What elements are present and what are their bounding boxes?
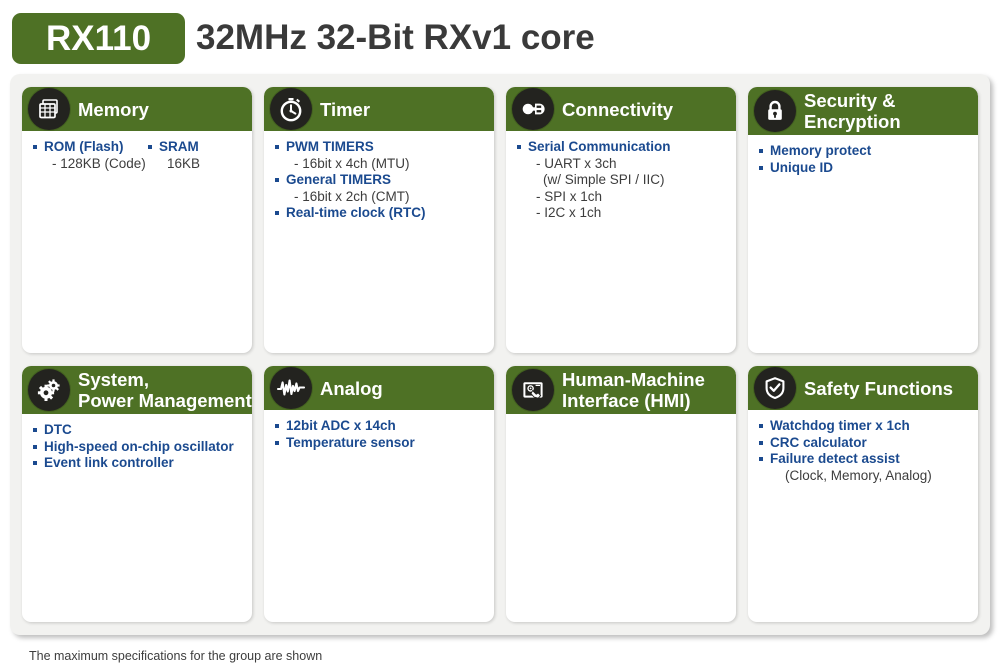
spec-sub: (w/ Simple SPI / IIC) (543, 172, 665, 187)
spec-bullet: Failure detect assist (758, 451, 978, 468)
spec-bullet: Memory protect (758, 143, 978, 160)
spec-sub: - SPI x 1ch (536, 188, 603, 204)
touchscreen-hand-icon (512, 369, 554, 411)
card-header-security: Security & Encryption (748, 87, 978, 135)
spec-bullet: General TIMERS (274, 172, 494, 189)
spec-bullet: Unique ID (758, 160, 978, 177)
card-body-timer: PWM TIMERS - 16bit x 4ch (MTU) General T… (264, 131, 494, 353)
spec-sub: - 16bit x 4ch (MTU) (294, 155, 410, 171)
chip-badge: RX110 (12, 13, 185, 64)
card-body-connectivity: Serial Communication - UART x 3ch (w/ Si… (506, 131, 736, 353)
spec-bullet: ROM (Flash) (32, 139, 147, 156)
card-title-system-power: System, Power Management (78, 369, 252, 411)
memory-columns: ROM (Flash) - 128KB (Code) SRAM 16KB (32, 139, 252, 172)
memory-grid-icon (28, 88, 70, 130)
spec-sub: 16KB (167, 155, 201, 171)
card-title-hmi: Human-Machine Interface (HMI) (562, 369, 705, 411)
spec-sub: - 16bit x 2ch (CMT) (294, 188, 410, 204)
shield-check-icon (754, 367, 796, 409)
card-memory: Memory ROM (Flash) - 128KB (Code) SRAM 1… (22, 87, 252, 353)
chip-badge-label: RX110 (45, 19, 152, 58)
spec-bullet: 12bit ADC x 14ch (274, 418, 494, 435)
spec-bullet: Watchdog timer x 1ch (758, 418, 978, 435)
card-connectivity: Connectivity Serial Communication - UART… (506, 87, 736, 353)
core-title: 32MHz 32-Bit RXv1 core (196, 18, 595, 57)
spec-bullet: Real-time clock (RTC) (274, 205, 494, 222)
card-hmi: Human-Machine Interface (HMI) (506, 366, 736, 622)
footer-note: The maximum specifications for the group… (29, 649, 323, 663)
card-body-analog: 12bit ADC x 14ch Temperature sensor (264, 410, 494, 622)
card-body-memory: ROM (Flash) - 128KB (Code) SRAM 16KB (22, 131, 252, 353)
spec-sub: - I2C x 1ch (536, 205, 602, 220)
card-header-timer: Timer (264, 87, 494, 131)
memory-column-rom: ROM (Flash) - 128KB (Code) (32, 139, 147, 172)
card-body-system-power: DTC High-speed on-chip oscillator Event … (22, 414, 252, 622)
memory-column-sram: SRAM 16KB (147, 139, 200, 172)
card-title-analog: Analog (320, 377, 383, 399)
card-header-memory: Memory (22, 87, 252, 131)
card-body-hmi (506, 414, 736, 622)
card-analog: Analog 12bit ADC x 14ch Temperature sens… (264, 366, 494, 622)
spec-bullet: Temperature sensor (274, 435, 494, 452)
spec-bullet: Serial Communication (516, 139, 736, 156)
card-header-safety: Safety Functions (748, 366, 978, 410)
lock-icon (754, 90, 796, 132)
title-bar: RX110 32MHz 32-Bit RXv1 core (0, 0, 1000, 74)
card-header-system-power: System, Power Management (22, 366, 252, 414)
card-safety: Safety Functions Watchdog timer x 1ch CR… (748, 366, 978, 622)
card-title-connectivity: Connectivity (562, 98, 674, 120)
spec-bullet: SRAM (147, 139, 200, 156)
card-timer: Timer PWM TIMERS - 16bit x 4ch (MTU) Gen… (264, 87, 494, 353)
spec-sub: - UART x 3ch (536, 155, 617, 171)
spec-bullet: DTC (32, 422, 252, 439)
card-title-security: Security & Encryption (804, 90, 901, 132)
card-header-hmi: Human-Machine Interface (HMI) (506, 366, 736, 414)
stopwatch-icon (270, 88, 312, 130)
spec-bullet: Event link controller (32, 455, 252, 472)
waveform-icon (270, 367, 312, 409)
card-header-connectivity: Connectivity (506, 87, 736, 131)
spec-bullet: PWM TIMERS (274, 139, 494, 156)
spec-sub: - 128KB (Code) (52, 155, 146, 171)
card-header-analog: Analog (264, 366, 494, 410)
card-security: Security & Encryption Memory protect Uni… (748, 87, 978, 353)
gears-icon (28, 369, 70, 411)
spec-sub: (Clock, Memory, Analog) (785, 467, 932, 483)
card-body-safety: Watchdog timer x 1ch CRC calculator Fail… (748, 410, 978, 622)
card-system-power: System, Power Management DTC High-speed … (22, 366, 252, 622)
spec-bullet: High-speed on-chip oscillator (32, 439, 252, 456)
card-title-memory: Memory (78, 98, 149, 120)
card-body-security: Memory protect Unique ID (748, 135, 978, 353)
card-title-timer: Timer (320, 98, 371, 120)
plug-connector-icon (512, 88, 554, 130)
spec-bullet: CRC calculator (758, 435, 978, 452)
feature-panel: Memory ROM (Flash) - 128KB (Code) SRAM 1… (10, 74, 990, 635)
card-title-safety: Safety Functions (804, 377, 954, 399)
